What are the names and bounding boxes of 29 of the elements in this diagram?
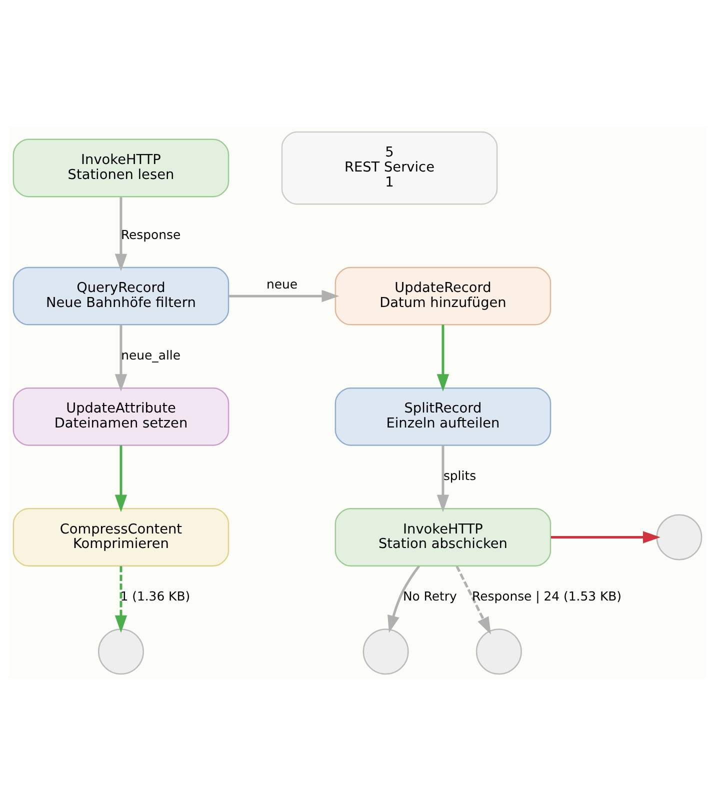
arrow <box>114 324 128 392</box>
arrow <box>388 565 420 633</box>
edge-label: neue_alle <box>121 347 181 362</box>
node-box: CompressContent Komprimieren <box>12 508 230 566</box>
node-box: UpdateRecord Datum hinzufügen <box>334 266 552 326</box>
edge-label: No Retry <box>402 588 457 604</box>
node-box: InvokeHTTP Station abschicken <box>334 508 552 566</box>
arrow <box>436 324 450 392</box>
edge-label: Response <box>120 226 181 242</box>
edge-label: 1 (1.36 KB) <box>120 588 190 604</box>
node-box: QueryRecord Neue Bahnhöfe filtern <box>12 266 230 326</box>
edge-label: Response | 24 (1.53 KB) <box>472 588 622 604</box>
edge-label: splits <box>443 468 476 484</box>
arrow <box>436 445 450 512</box>
node-box: SplitRecord Einzeln aufteilen <box>334 387 552 446</box>
arrow <box>114 197 128 272</box>
node-circle <box>362 628 409 675</box>
arrow <box>228 290 340 302</box>
node-box: InvokeHTTP Stationen lesen <box>12 138 230 198</box>
arrow <box>114 566 128 633</box>
arrow <box>114 445 128 512</box>
arrow <box>456 566 491 634</box>
arrow <box>550 531 660 544</box>
node-box: 5 REST Service 1 <box>281 131 498 205</box>
node-circle <box>98 628 144 675</box>
node-circle <box>476 628 522 675</box>
node-circle <box>656 514 702 560</box>
node-box: UpdateAttribute Dateinamen setzen <box>12 387 230 446</box>
edge-label: neue <box>266 276 298 292</box>
